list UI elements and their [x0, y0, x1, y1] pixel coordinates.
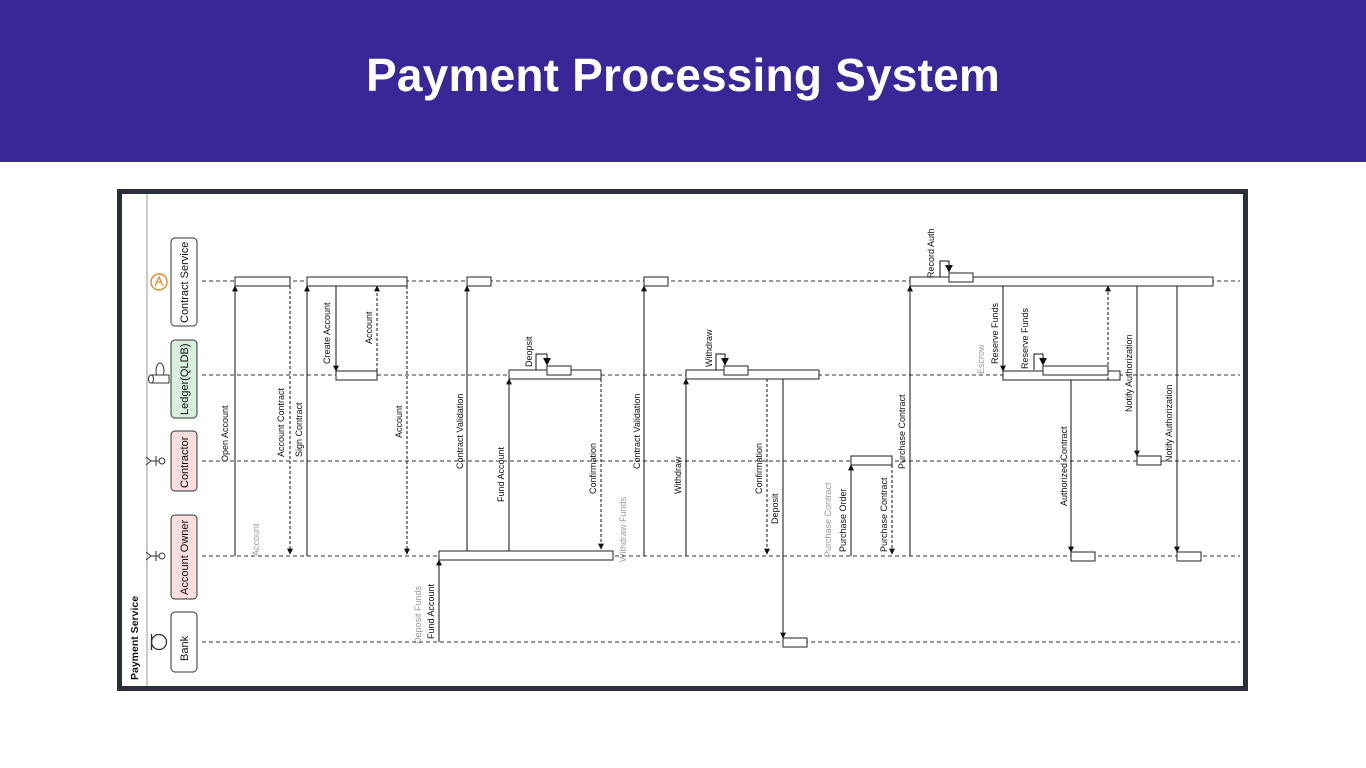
- bank-icon: [150, 633, 168, 651]
- message-label: Purchase Contract: [823, 482, 833, 557]
- participant-label: Contractor: [179, 436, 191, 488]
- activation: [466, 276, 492, 287]
- activation: [643, 276, 669, 287]
- message-label: Fund Account: [426, 583, 436, 639]
- message-arrow: [1033, 353, 1047, 370]
- activation: [1176, 551, 1202, 562]
- message-label: Authorized Contract: [1059, 426, 1069, 506]
- message-label: Purchase Contract: [879, 477, 889, 552]
- message-label: Withdraw: [704, 329, 714, 367]
- participant-label: Account Owner: [179, 519, 191, 595]
- message-label: Purchase Order: [838, 488, 848, 552]
- message-label: Notify Authorization: [1164, 384, 1174, 462]
- activation: [948, 272, 974, 283]
- message-label: Confirmation: [588, 443, 598, 494]
- database-icon: [148, 362, 170, 384]
- message-label: Account Contract: [276, 387, 286, 457]
- message-label: Record Auth: [926, 228, 936, 278]
- activation-boxes: [234, 272, 1214, 648]
- message-arrow: [535, 353, 551, 370]
- message-arrow: [715, 353, 729, 370]
- participant-contract-service: Contract Service: [150, 237, 198, 327]
- message-label: Fund Account: [496, 446, 506, 502]
- message-label: Deposit: [770, 493, 780, 524]
- message-label: Create Account: [322, 302, 332, 364]
- activation: [850, 455, 893, 466]
- activation: [234, 276, 291, 287]
- activation: [909, 276, 1214, 287]
- contract-service-icon: [150, 273, 168, 291]
- participant-account-owner: Account Owner: [145, 514, 198, 600]
- message-label: Deopsit: [524, 336, 534, 367]
- activation: [1070, 551, 1096, 562]
- participant-contractor: Contractor: [145, 430, 198, 492]
- activation: [306, 276, 408, 287]
- participant-bank: Bank: [150, 611, 198, 673]
- participant-ledger: Ledger(QLDB): [148, 339, 198, 419]
- message-label: Withdraw Funds: [618, 496, 628, 562]
- message-label: Reserve Funds: [990, 302, 1000, 364]
- diagram-frame: Payment Service Contract Service Ledger(…: [117, 189, 1248, 691]
- actor-icon: [145, 551, 166, 561]
- actor-icon: [145, 456, 166, 466]
- message-lines: [232, 260, 1180, 642]
- message-label: Deposit Funds: [413, 585, 423, 644]
- lifelines: [202, 280, 1240, 643]
- participant-label: Ledger(QLDB): [179, 343, 191, 415]
- message-label: Account: [394, 405, 404, 438]
- activation: [685, 369, 820, 380]
- activation: [335, 370, 378, 381]
- activation: [438, 550, 614, 561]
- activation: [1042, 365, 1109, 376]
- page-title: Payment Processing System: [366, 49, 1000, 101]
- message-label: Reserve Funds: [1020, 307, 1030, 369]
- message-label: Purchase Contract: [897, 394, 907, 469]
- message-arrow: [939, 260, 953, 277]
- pool-label: Payment Service: [129, 596, 141, 680]
- message-label: Escrow: [976, 344, 986, 374]
- activation: [546, 365, 572, 376]
- activation: [723, 365, 749, 376]
- participant-label: Bank: [179, 635, 191, 661]
- message-label: Account: [364, 311, 374, 344]
- message-label: Confirmation: [754, 443, 764, 494]
- message-label: Contract Validation: [455, 394, 465, 469]
- message-label: Open Account: [220, 405, 230, 462]
- message-label: Withdraw: [673, 456, 683, 494]
- message-label: Account: [251, 523, 261, 556]
- participant-label: Contract Service: [179, 242, 191, 323]
- sequence-diagram: Payment Service Contract Service Ledger(…: [129, 194, 1240, 686]
- activation: [782, 637, 808, 648]
- message-label: Contract Validation: [632, 394, 642, 469]
- title-banner: Payment Processing System: [0, 0, 1366, 162]
- message-labels: Open Account Account Account Contract Si…: [220, 228, 1174, 644]
- message-label: Sign Contract: [294, 402, 304, 457]
- activation: [1136, 455, 1162, 466]
- message-label: Notify Authorization: [1124, 334, 1134, 412]
